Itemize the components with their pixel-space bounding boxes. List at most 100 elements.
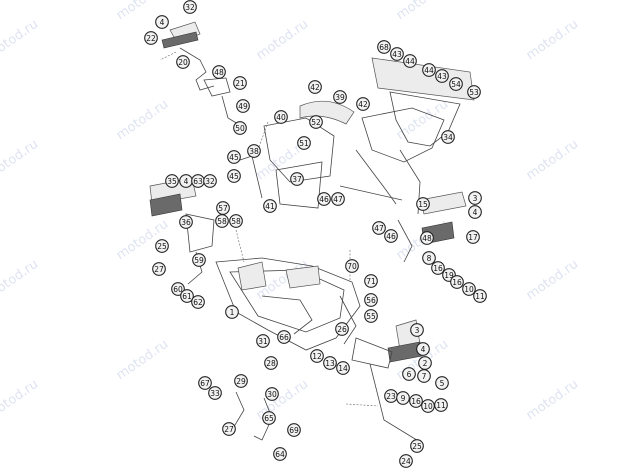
callout-circle [323, 356, 337, 370]
callout-number: 62 [193, 298, 203, 307]
callout-circle [449, 77, 463, 91]
callout-circle [468, 205, 482, 219]
callout-circle [180, 289, 194, 303]
callout-34: 34 [441, 130, 455, 144]
callout-number: 30 [267, 390, 277, 399]
callout-8: 8 [422, 251, 436, 265]
callout-number: 3 [415, 326, 420, 335]
callout-13: 13 [323, 356, 337, 370]
callout-circle [229, 214, 243, 228]
callout-circle [192, 253, 206, 267]
callout-circle [208, 386, 222, 400]
callout-62: 62 [191, 295, 205, 309]
callout-48: 48 [420, 231, 434, 245]
callout-54: 54 [449, 77, 463, 91]
callout-number: 57 [218, 204, 228, 213]
callout-5: 5 [435, 376, 449, 390]
callout-43: 43 [390, 47, 404, 61]
callout-number: 1 [230, 308, 235, 317]
parts-artwork [149, 21, 475, 443]
callout-12: 12 [310, 349, 324, 363]
callout-circle [155, 15, 169, 29]
callout-circle [179, 215, 193, 229]
watermark-text: motod.ru [0, 257, 41, 303]
callout-53: 53 [467, 85, 481, 99]
callout-1: 1 [225, 305, 239, 319]
callout-38: 38 [247, 144, 261, 158]
callout-25: 25 [410, 439, 424, 453]
callout-circle [227, 150, 241, 164]
callout-circle [390, 47, 404, 61]
callout-number: 61 [182, 292, 192, 301]
callout-circle [212, 65, 226, 79]
callout-2: 2 [418, 356, 432, 370]
callout-number: 34 [443, 133, 453, 142]
callout-circle [435, 376, 449, 390]
callout-circle [317, 192, 331, 206]
callout-circle [396, 391, 410, 405]
callout-69: 69 [287, 423, 301, 437]
callout-number: 58 [217, 217, 227, 226]
callout-number: 27 [154, 265, 164, 274]
callout-60: 60 [171, 282, 185, 296]
callout-66: 66 [277, 330, 291, 344]
callout-number: 42 [358, 100, 368, 109]
callout-circle [191, 295, 205, 309]
callout-circle [434, 398, 448, 412]
callout-circle [215, 214, 229, 228]
callout-number: 48 [214, 68, 224, 77]
callout-51: 51 [297, 136, 311, 150]
callout-number: 36 [181, 218, 191, 227]
callout-circle [234, 374, 248, 388]
callout-70: 70 [345, 259, 359, 273]
callout-number: 16 [452, 278, 462, 287]
callout-23: 23 [384, 389, 398, 403]
callout-15: 15 [416, 197, 430, 211]
lever-assembly-lower [225, 363, 421, 443]
callout-32: 32 [183, 0, 197, 14]
callout-44: 44 [422, 63, 436, 77]
callout-number: 55 [366, 312, 376, 321]
callout-number: 15 [418, 200, 428, 209]
callout-number: 59 [194, 256, 204, 265]
callout-number: 11 [475, 292, 485, 301]
callout-circle [308, 80, 322, 94]
callout-number: 28 [266, 359, 276, 368]
callout-circle [262, 411, 276, 425]
callout-circle [409, 394, 423, 408]
callout-circle [403, 54, 417, 68]
callout-37: 37 [290, 172, 304, 186]
callout-number: 7 [422, 372, 427, 381]
callout-number: 44 [424, 66, 434, 75]
callout-61: 61 [180, 289, 194, 303]
callout-circle [277, 330, 291, 344]
callout-3: 3 [410, 323, 424, 337]
callout-circle [222, 422, 236, 436]
callout-circle [399, 454, 413, 468]
callout-27: 27 [222, 422, 236, 436]
callout-layer: 3242220482149506843444443545342394252514… [144, 0, 487, 468]
callout-circle [183, 0, 197, 14]
callout-circle [336, 361, 350, 375]
callout-47: 47 [331, 192, 345, 206]
callout-circle [297, 136, 311, 150]
callout-number: 63 [193, 177, 203, 186]
callout-50: 50 [233, 121, 247, 135]
callout-number: 32 [185, 3, 195, 12]
callout-circle [165, 174, 179, 188]
callout-number: 4 [473, 208, 478, 217]
callout-number: 43 [437, 72, 447, 81]
callout-circle [417, 369, 431, 383]
callout-circle [372, 221, 386, 235]
watermark-text: motod.ru [0, 137, 41, 183]
callout-number: 6 [407, 370, 412, 379]
callout-number: 31 [258, 337, 268, 346]
callout-circle [233, 76, 247, 90]
callout-6: 6 [402, 367, 416, 381]
callout-42: 42 [308, 80, 322, 94]
callout-number: 16 [411, 397, 421, 406]
callout-33: 33 [208, 386, 222, 400]
callout-42: 42 [356, 97, 370, 111]
callout-number: 21 [235, 79, 245, 88]
callout-circle [410, 323, 424, 337]
